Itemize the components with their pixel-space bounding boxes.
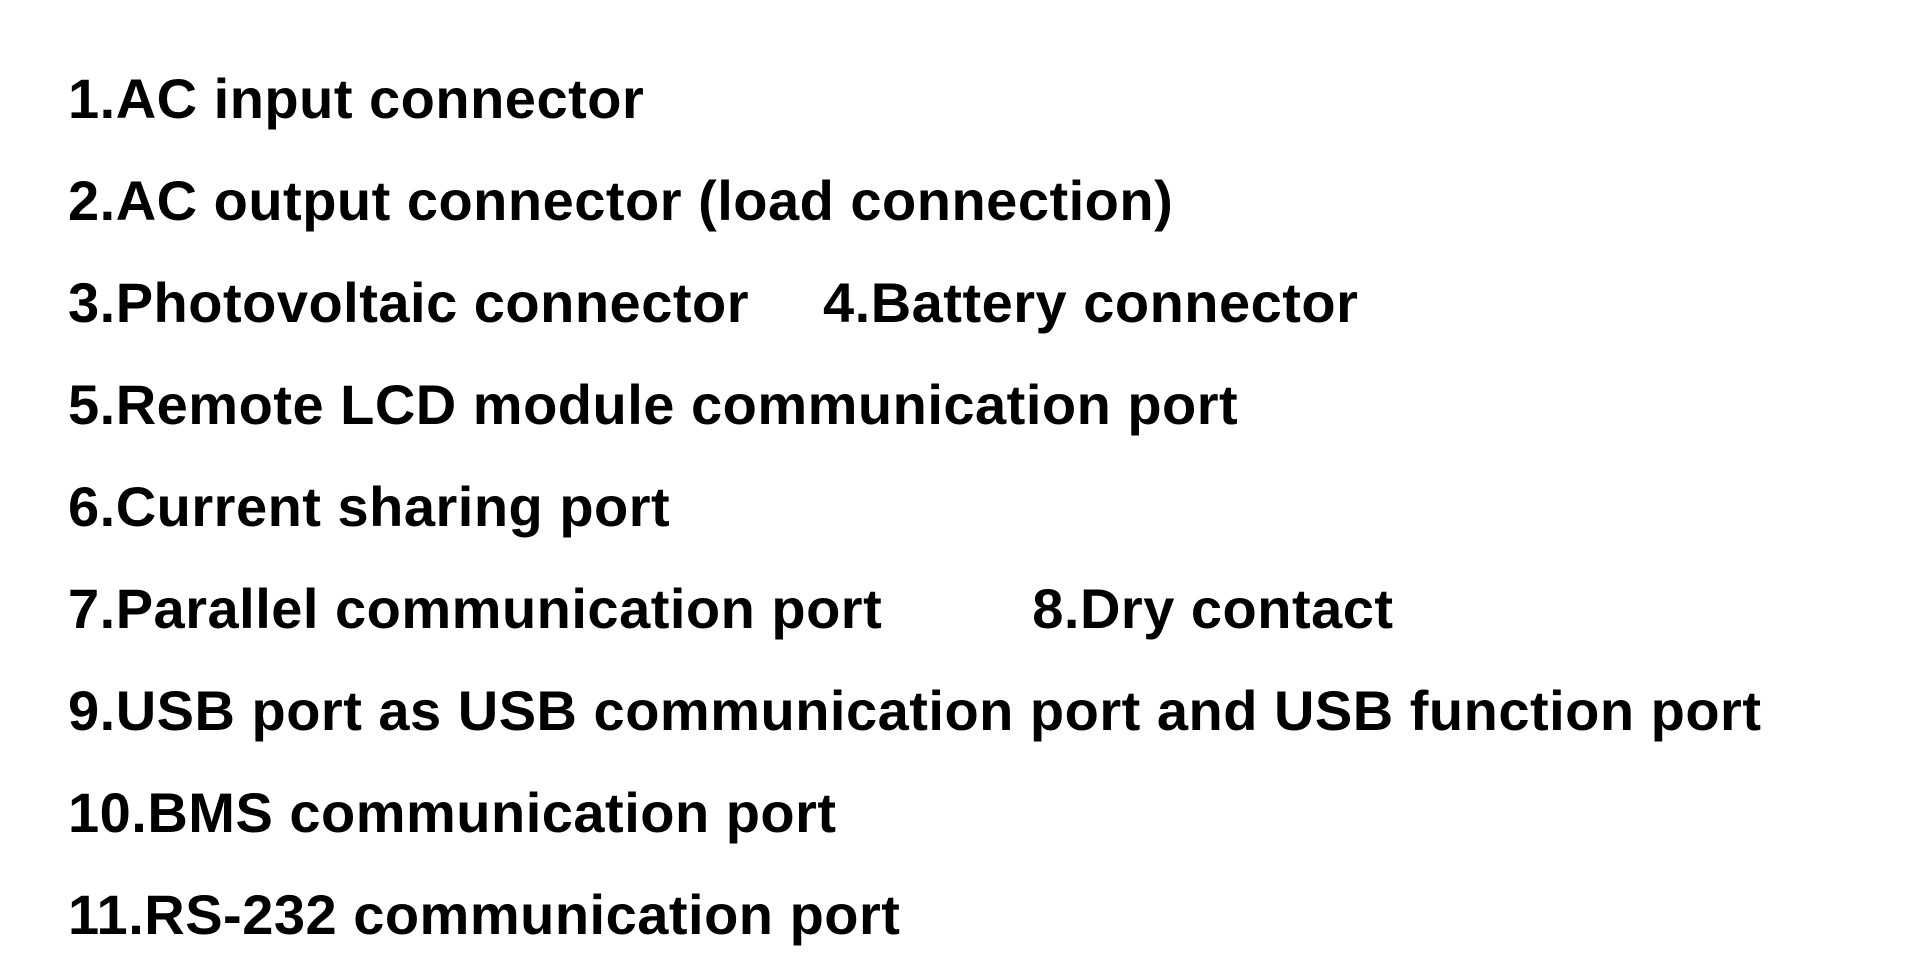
legend-item-bms-communication: 10.BMS communication port: [68, 781, 837, 844]
legend-item-rs232-communication: 11.RS-232 communication port: [68, 883, 901, 946]
legend-item-dry-contact: 8.Dry contact: [1032, 577, 1394, 640]
legend-line-4: 5.Remote LCD module communication port: [68, 354, 1762, 456]
legend-line-6: 7.Parallel communication port 8.Dry cont…: [68, 558, 1762, 660]
legend-line-9: 11.RS-232 communication port: [68, 864, 1762, 966]
legend-item-ac-output: 2.AC output connector (load connection): [68, 169, 1174, 232]
legend-line-1: 1.AC input connector: [68, 48, 1762, 150]
legend-item-photovoltaic: 3.Photovoltaic connector: [68, 271, 749, 334]
legend-line-7: 9.USB port as USB communication port and…: [68, 660, 1762, 762]
legend-item-parallel-communication: 7.Parallel communication port: [68, 577, 883, 640]
legend-item-usb-port: 9.USB port as USB communication port and…: [68, 679, 1762, 742]
legend-line-8: 10.BMS communication port: [68, 762, 1762, 864]
legend-item-current-sharing: 6.Current sharing port: [68, 475, 671, 538]
legend-line-3: 3.Photovoltaic connector 4.Battery conne…: [68, 252, 1762, 354]
connector-legend-list: 1.AC input connector 2.AC output connect…: [68, 48, 1762, 966]
legend-line-5: 6.Current sharing port: [68, 456, 1762, 558]
legend-line-2: 2.AC output connector (load connection): [68, 150, 1762, 252]
legend-item-ac-input: 1.AC input connector: [68, 67, 645, 130]
legend-item-remote-lcd: 5.Remote LCD module communication port: [68, 373, 1239, 436]
legend-item-battery: 4.Battery connector: [823, 271, 1359, 334]
